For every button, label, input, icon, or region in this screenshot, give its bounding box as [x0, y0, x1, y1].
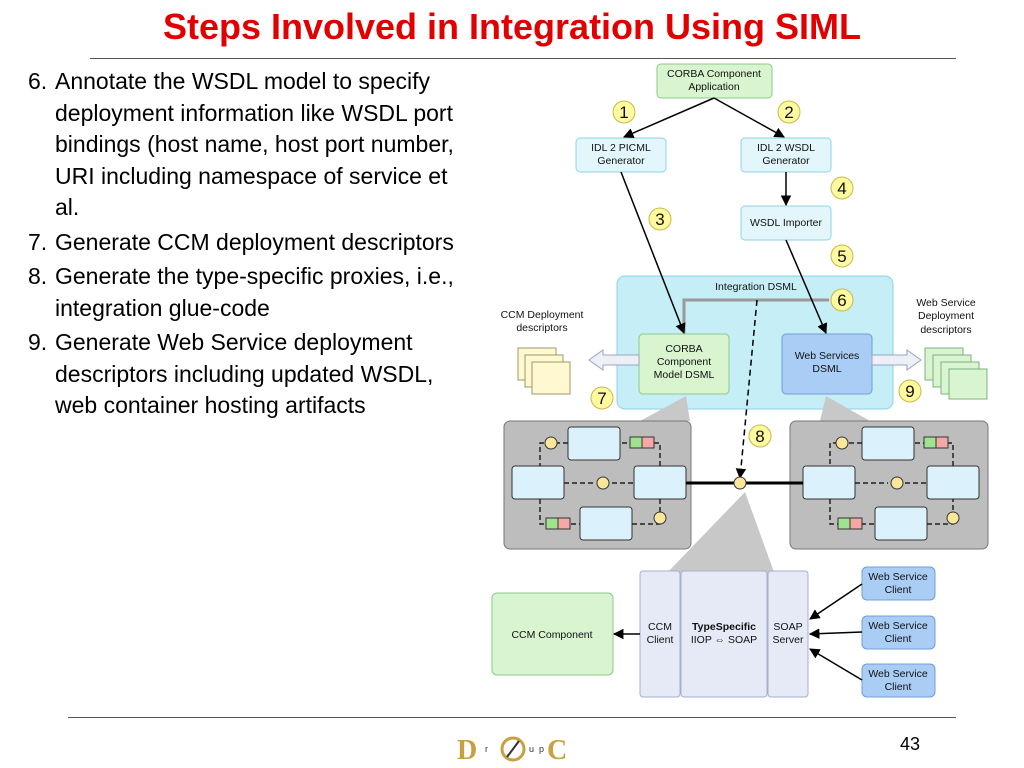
step-number: 9. [28, 329, 48, 355]
corba-app-label: Application [688, 81, 740, 93]
svg-text:5: 5 [837, 247, 846, 266]
steps-list: 6. Annotate the WSDL model to specify de… [28, 66, 458, 425]
logo-slash-icon [506, 740, 520, 758]
ws-dsml-label: Web Services [795, 350, 860, 362]
logo-letter-p: p [539, 744, 544, 754]
ws-client-label: Client [885, 681, 912, 693]
soap-server-label: SOAP [773, 621, 802, 633]
ws-client-label: Web Service [868, 620, 927, 632]
arrow-5 [785, 239, 828, 334]
ccm-client-label: CCM [648, 621, 672, 633]
step-circle-3: 3 [648, 207, 672, 231]
svg-text:4: 4 [837, 179, 846, 198]
step-text: Generate the type-specific proxies, i.e.… [55, 263, 454, 321]
idl2wsdl-label: Generator [762, 155, 810, 167]
step-text: Generate CCM deployment descriptors [55, 228, 454, 255]
integration-dsml-label: Integration DSML [715, 281, 797, 293]
logo-letter-c: C [547, 735, 567, 765]
step-number: 8. [28, 263, 48, 289]
logo-letter-r: r [485, 744, 488, 754]
step-item: 9. Generate Web Service deployment descr… [28, 327, 458, 422]
right-assembly-panel [789, 420, 989, 550]
step-circle-4: 4 [830, 176, 854, 200]
step-item: 6. Annotate the WSDL model to specify de… [28, 66, 458, 224]
svg-text:2: 2 [784, 103, 793, 122]
svg-text:9: 9 [905, 382, 914, 401]
step-circle-8: 8 [748, 424, 772, 448]
bracket-line [682, 298, 829, 333]
step-text: Generate Web Service deployment descript… [55, 329, 434, 418]
doc-group-logo: D r u p C [457, 735, 567, 765]
corba-model-label: Component [657, 356, 711, 368]
step-number: 6. [28, 68, 48, 94]
bottom-divider [68, 717, 956, 718]
ws-descriptor-folders [924, 347, 988, 400]
arrow-1 [623, 97, 715, 139]
corba-app-label: CORBA Component [667, 68, 761, 80]
soap-server-box [767, 570, 809, 698]
typespecific-label: TypeSpecific [692, 621, 756, 633]
ws-dsml-label: DSML [812, 363, 841, 375]
slide-title: Steps Involved in Integration Using SIML [162, 6, 862, 47]
ws-client-label: Client [885, 584, 912, 596]
svg-text:7: 7 [597, 389, 606, 408]
ws-descriptors-label: descriptors [920, 324, 971, 336]
ccm-descriptor-folders [517, 347, 571, 395]
step-text: Annotate the WSDL model to specify deplo… [55, 68, 454, 220]
step-circle-9: 9 [898, 379, 922, 403]
typespecific-label: IIOP ⇔ SOAP [691, 634, 757, 646]
ccm-component-label: CCM Component [511, 629, 592, 641]
arrow-client-to-soap [809, 648, 863, 681]
svg-text:6: 6 [837, 291, 846, 310]
logo-letter-d: D [457, 735, 477, 765]
logo-letter-u: u [529, 744, 534, 754]
ccm-descriptors-label: descriptors [516, 322, 567, 334]
ws-client-box [861, 663, 936, 698]
ws-client-label: Web Service [868, 571, 927, 583]
ws-client-label: Web Service [868, 668, 927, 680]
step-circle-1: 1 [612, 100, 636, 124]
step-number: 7. [28, 228, 48, 255]
wsdl-importer-label: WSDL Importer [750, 217, 822, 229]
ws-client-box [861, 566, 936, 601]
corba-model-label: CORBA [665, 343, 702, 355]
step-circle-2: 2 [777, 100, 801, 124]
idl2picml-label: IDL 2 PICML [591, 142, 651, 154]
ws-descriptor-arrow [871, 349, 922, 371]
soap-server-label: Server [773, 634, 804, 646]
top-divider [90, 58, 956, 59]
step-circle-6: 6 [830, 288, 854, 312]
page-number: 43 [900, 734, 921, 754]
arrow-client-to-soap [809, 583, 863, 620]
left-callout-triangle [640, 396, 690, 421]
step-circle-7: 7 [590, 386, 614, 410]
ws-client-label: Client [885, 633, 912, 645]
ccm-descriptor-arrow [588, 349, 640, 371]
ws-descriptors-label: Web Service [916, 297, 975, 309]
proxy-port [733, 476, 747, 490]
svg-text:1: 1 [619, 103, 628, 122]
arrow-3 [620, 171, 686, 334]
step-circle-5: 5 [830, 244, 854, 268]
logo-ring-icon [500, 736, 526, 762]
idl2picml-label: Generator [597, 155, 645, 167]
svg-text:8: 8 [755, 427, 764, 446]
svg-text:3: 3 [655, 210, 664, 229]
step-item: 7. Generate CCM deployment descriptors [28, 227, 458, 259]
proxy-callout-triangle [665, 492, 775, 575]
idl2wsdl-label: IDL 2 WSDL [757, 142, 815, 154]
arrow-2 [713, 97, 785, 138]
ccm-descriptors-label: CCM Deployment [501, 309, 584, 321]
corba-model-label: Model DSML [654, 369, 715, 381]
ccm-client-label: Client [647, 634, 674, 646]
arrow-client-to-soap [808, 628, 863, 639]
ws-descriptors-label: Deployment [918, 310, 974, 322]
left-assembly-panel [503, 420, 692, 550]
step-item: 8. Generate the type-specific proxies, i… [28, 261, 458, 324]
typespecific-box [680, 570, 768, 698]
right-callout-triangle [820, 396, 870, 421]
